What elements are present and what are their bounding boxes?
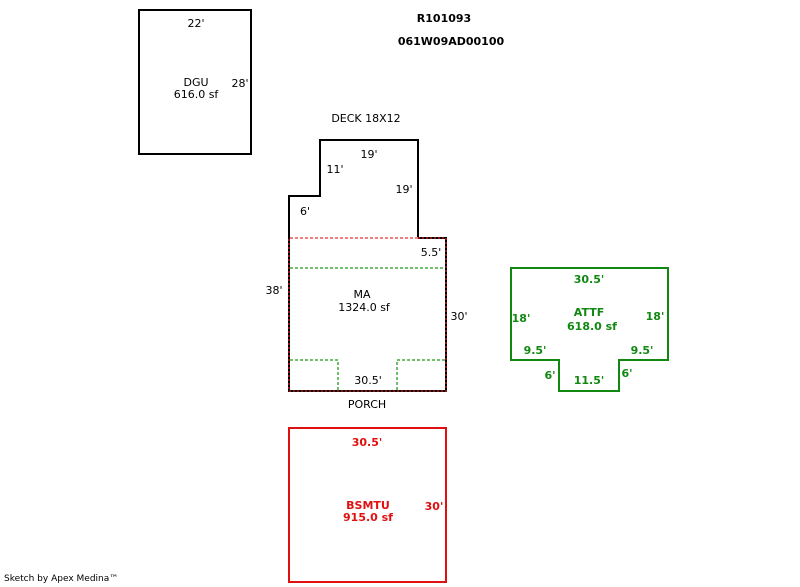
main-structure: DECK 18X12 19' 11' 19' 6' 5.5' 38' 30' M…: [265, 112, 467, 411]
attf-code: ATTF: [574, 306, 604, 319]
ma-dim-bottom: 30.5': [354, 374, 382, 387]
dgu-dim-right: 28': [231, 77, 248, 90]
bsmtu-dim-top: 30.5': [352, 436, 383, 449]
attf-dim-left-bottom: 9.5': [524, 344, 547, 357]
deck-dim-right: 19': [395, 183, 412, 196]
dgu-code: DGU: [183, 76, 208, 89]
ma-dim-right: 30': [450, 310, 467, 323]
attf-overlay-left-notch: [290, 359, 339, 390]
attf-outline: [510, 267, 669, 392]
dgu-area-value: 616.0 sf: [174, 88, 220, 101]
attf-dim-left: 18': [512, 312, 531, 325]
parcel-id: 061W09AD00100: [398, 35, 505, 48]
attf-area: 30.5' 18' 18' ATTF 618.0 sf 9.5' 9.5' 6'…: [510, 267, 669, 392]
ma-outline-dash: [288, 237, 447, 392]
attf-dim-top: 30.5': [574, 273, 605, 286]
attf-dim-notch-right: 6': [621, 367, 632, 380]
account-id: R101093: [417, 12, 471, 25]
ma-dim-step: 5.5': [421, 246, 442, 259]
ma-code: MA: [353, 288, 370, 301]
ma-outline-base: [288, 237, 447, 392]
ma-dim-left: 38': [265, 284, 282, 297]
deck-outline: [288, 139, 419, 238]
dgu-area: 22' 28' DGU 616.0 sf: [138, 9, 252, 155]
deck-dim-left-upper: 11': [326, 163, 343, 176]
dgu-outline: [138, 9, 252, 155]
attf-dim-right-bottom: 9.5': [631, 344, 654, 357]
bsmtu-outline: [288, 427, 447, 583]
attf-overlay-right-notch: [396, 359, 445, 390]
ma-area-value: 1324.0 sf: [338, 301, 391, 314]
dgu-dim-top: 22': [187, 17, 204, 30]
attf-dim-notch-bottom: 11.5': [574, 374, 605, 387]
attf-area-value: 618.0 sf: [567, 320, 617, 333]
porch-label: PORCH: [348, 398, 386, 411]
sketch-credit: Sketch by Apex Medina™: [4, 574, 119, 584]
bsmtu-dim-right: 30': [425, 500, 444, 513]
deck-label: DECK 18X12: [331, 112, 400, 125]
bsmtu-area: 30.5' 30' BSMTU 915.0 sf: [288, 427, 447, 583]
attf-dim-notch-left: 6': [544, 369, 555, 382]
bsmtu-area-value: 915.0 sf: [343, 511, 393, 524]
attf-dim-right: 18': [646, 310, 665, 323]
bsmtu-code: BSMTU: [346, 499, 390, 512]
deck-dim-left-lower: 6': [300, 205, 310, 218]
deck-dim-top: 19': [360, 148, 377, 161]
